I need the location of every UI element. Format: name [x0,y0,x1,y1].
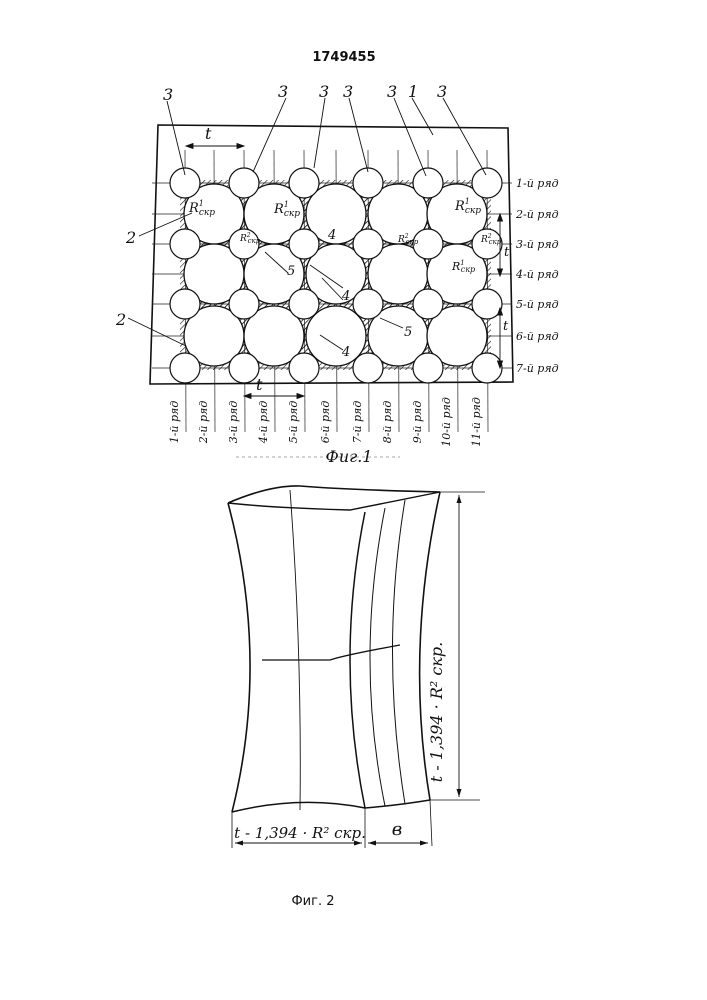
block-front-right-edge [350,512,365,808]
row-label: 7-й ряд [516,362,559,375]
width-dimension-label: t - 1,394 · R² скр. [234,824,366,842]
figure-2-caption: Фиг. 2 [291,894,334,909]
column-label: 9-й ряд [411,401,424,444]
callout-4-a: 4 [327,228,336,243]
callout-3-c: 3 [319,82,329,101]
column-label: 5-й ряд [287,401,300,444]
dim-ext-right [430,800,432,846]
small-hole [413,353,443,383]
patent-number: 1749455 [312,50,375,65]
small-hole [472,168,502,198]
block-top-edge [228,486,440,503]
column-label: 4-й ряд [257,401,270,445]
small-hole [170,168,200,198]
small-hole [289,229,319,259]
callout-1: 1 [408,82,418,101]
arrow-down [457,789,462,797]
row-label: 5-й ряд [516,298,559,311]
figure-2 [228,486,485,848]
arrow-thk-right [420,841,428,846]
large-holes [184,184,487,366]
block-left-edge [228,503,250,812]
row-label: 6-й ряд [516,330,559,343]
small-hole [170,289,200,319]
small-hole [289,168,319,198]
small-hole [229,168,259,198]
callout-3-d: 3 [343,82,353,101]
callout-5-a: 5 [287,264,295,279]
block-bottom-side-edge [365,800,430,808]
small-hole [170,353,200,383]
small-hole [413,168,443,198]
small-hole [353,168,383,198]
mid-waist-line [262,645,400,660]
column-label: 11-й ряд [470,397,483,447]
small-hole [170,229,200,259]
figure-1-caption: Фиг.1 [326,447,373,466]
small-hole [229,289,259,319]
inner-curve-2 [393,500,406,804]
column-label: 7-й ряд [351,401,364,444]
callout-4-c: 4 [341,345,350,360]
row-label: 2-й ряд [515,208,559,221]
row-labels: 1-й ряд 2-й ряд 3-й ряд 4-й ряд 5-й ряд 6-й р… [515,177,559,375]
height-dimension-label: t - 1,394 · R² скр. [427,642,446,782]
column-label: 1-й ряд [168,401,181,444]
small-hole [289,289,319,319]
column-label: 8-й ряд [381,401,394,444]
callout-3-e: 3 [387,82,397,101]
block-bottom-front-edge [232,802,365,812]
inner-curve-1 [370,508,385,806]
pitch-label-side-2: t [503,319,509,334]
callout-4-b: 4 [341,289,350,304]
row-label: 1-й ряд [516,177,559,190]
arrow-thk-left [368,841,376,846]
pitch-label-top: t [205,124,212,143]
callout-5-b: 5 [404,325,412,340]
callout-3-b: 3 [278,82,288,101]
row-label: 4-й ряд [515,268,559,281]
thickness-label: в [392,819,402,840]
column-label: 10-й ряд [440,397,453,447]
small-hole [289,353,319,383]
small-hole [229,353,259,383]
column-label: 2-й ряд [197,401,210,445]
small-hole [353,289,383,319]
inner-vertical-line [290,490,300,810]
callout-3-a: 3 [163,85,173,104]
pitch-label-side-1: t [504,245,510,260]
callout-3-f: 3 [437,82,447,101]
small-hole [413,289,443,319]
block-top-front-edge [228,492,440,510]
figure-1: 3 3 3 3 3 1 3 2 2 4 4 4 5 5 R1скр R1скр … [115,82,559,466]
column-label: 3-й ряд [227,401,240,444]
callout-2-b: 2 [115,310,126,329]
small-hole [472,353,502,383]
small-hole [353,353,383,383]
pitch-label-bottom: t [256,375,263,394]
arrow-up [457,495,462,503]
column-label: 6-й ряд [319,401,332,444]
callout-2-a: 2 [125,228,136,247]
small-hole [353,229,383,259]
row-label: 3-й ряд [516,238,559,251]
